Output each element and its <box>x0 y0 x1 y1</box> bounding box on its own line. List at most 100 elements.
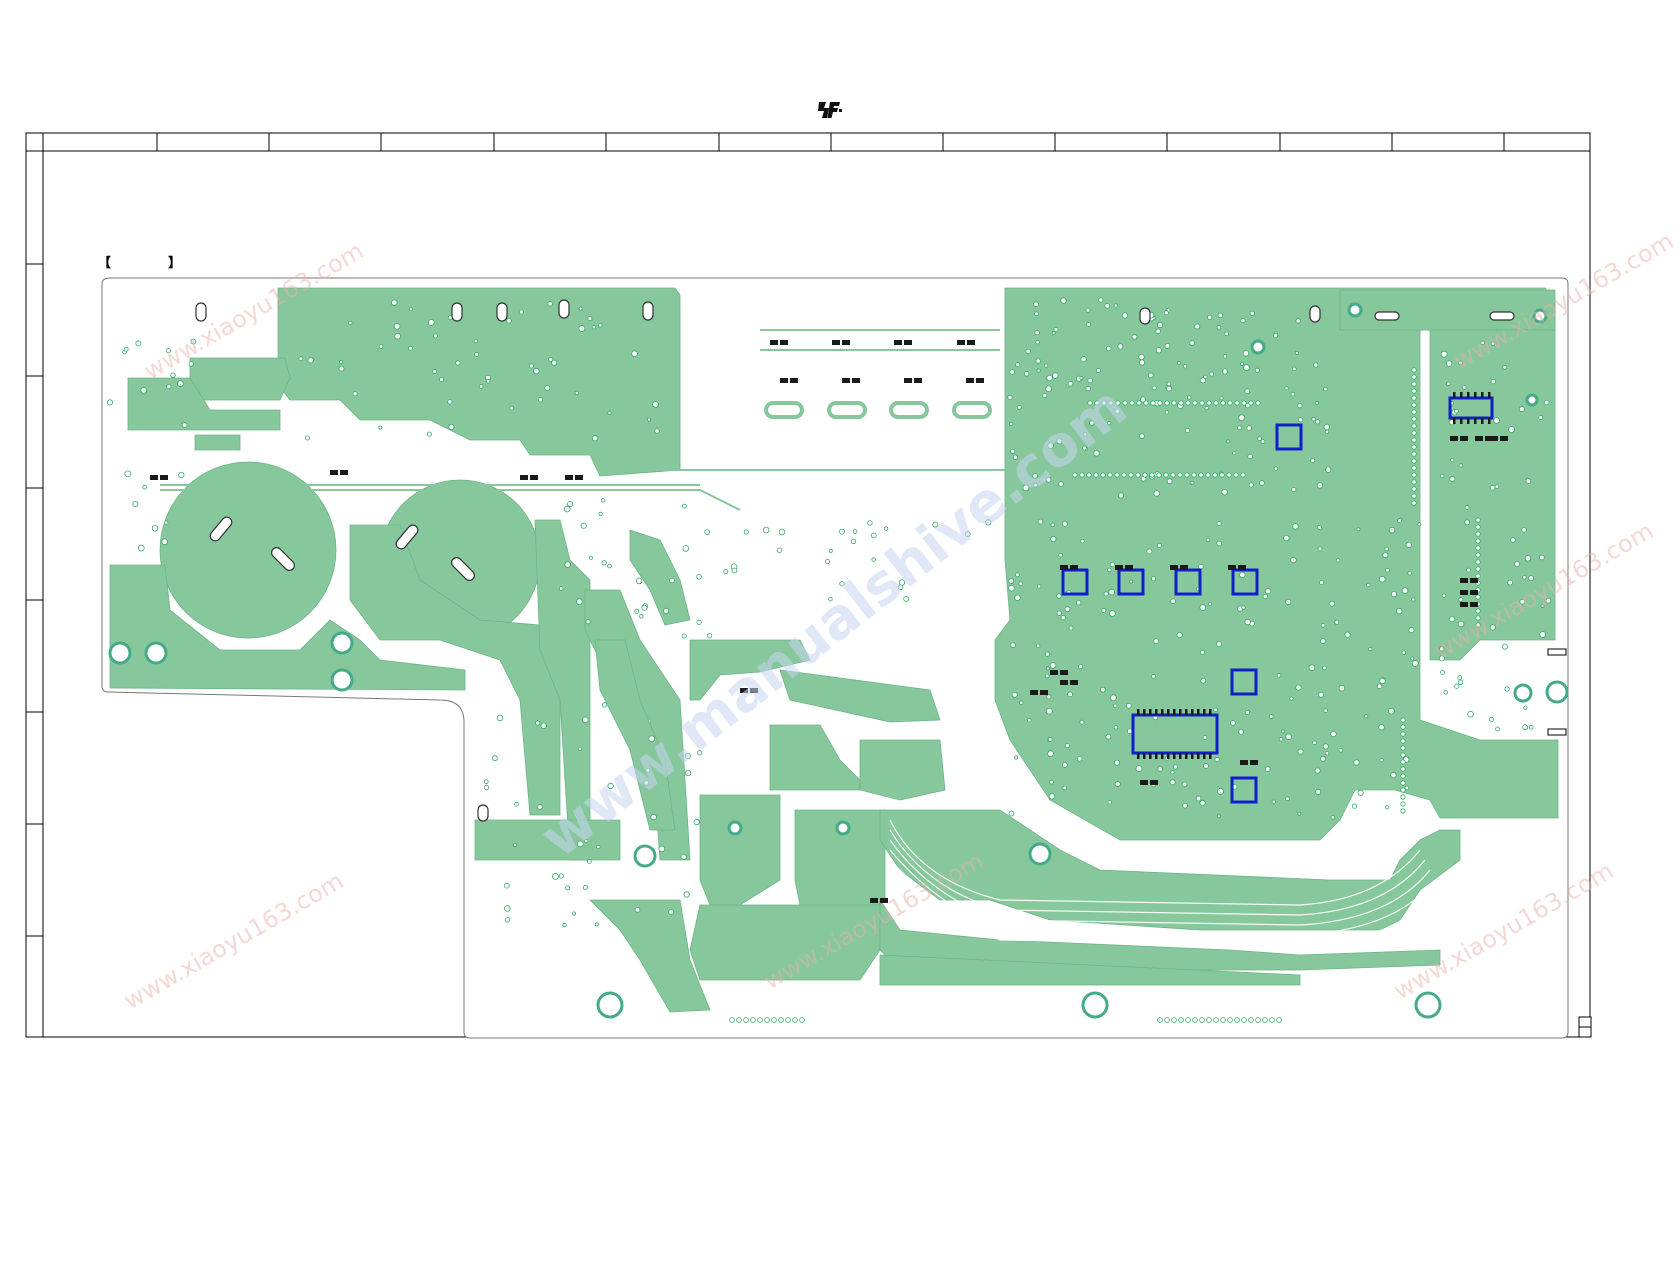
via <box>536 804 543 810</box>
via <box>669 577 675 584</box>
via <box>1108 588 1115 596</box>
via <box>1438 655 1445 662</box>
header-pin <box>1475 552 1481 558</box>
via <box>496 714 504 722</box>
header-pin <box>1227 1017 1233 1023</box>
via <box>1238 728 1245 735</box>
header-pin <box>1411 395 1417 401</box>
via <box>685 769 692 777</box>
via <box>1138 353 1145 360</box>
via <box>565 885 570 891</box>
header-pin <box>1269 1017 1275 1023</box>
via <box>601 560 607 566</box>
via <box>1376 683 1383 689</box>
via <box>1283 534 1290 542</box>
via <box>577 746 583 751</box>
via <box>1489 484 1496 491</box>
via <box>1410 656 1415 661</box>
via <box>1508 425 1515 433</box>
via <box>1454 408 1459 414</box>
via <box>654 428 660 434</box>
header-pin <box>1400 801 1406 807</box>
via <box>1093 450 1100 457</box>
via <box>1285 598 1292 606</box>
via <box>1036 368 1041 373</box>
via <box>1290 391 1296 397</box>
via <box>455 360 461 366</box>
via <box>552 873 559 880</box>
smd-part <box>1050 670 1058 675</box>
ic-chip <box>1275 423 1303 451</box>
ic-pin <box>1460 418 1463 424</box>
via <box>547 301 553 307</box>
via <box>1019 700 1024 705</box>
via <box>1510 537 1516 543</box>
header-pin <box>1177 472 1183 478</box>
header-pin <box>1255 400 1261 406</box>
via <box>1507 579 1514 586</box>
header-pin <box>778 1017 784 1023</box>
via <box>1320 622 1326 628</box>
via <box>124 470 132 478</box>
via <box>513 843 518 848</box>
via <box>1281 729 1286 734</box>
via <box>1207 314 1213 320</box>
via <box>161 538 169 546</box>
via <box>1351 803 1358 809</box>
header-pin <box>1213 400 1219 406</box>
via <box>1317 546 1323 552</box>
via <box>1082 432 1088 437</box>
via <box>1385 805 1390 810</box>
smd-part <box>1070 680 1078 685</box>
via <box>1117 343 1124 350</box>
smd-part <box>894 340 902 345</box>
via <box>1401 650 1406 655</box>
ic-pin <box>1488 418 1491 424</box>
ic-pin <box>1488 392 1491 398</box>
header-pin <box>1411 486 1417 492</box>
ic-pin <box>1161 709 1164 715</box>
via <box>1182 363 1188 369</box>
header-pin <box>1400 738 1406 744</box>
via <box>647 417 652 422</box>
smd-part <box>1250 760 1258 765</box>
via <box>1146 548 1153 555</box>
via <box>839 528 845 535</box>
via <box>378 344 384 349</box>
via <box>1417 522 1422 527</box>
via <box>1502 364 1508 370</box>
via <box>1461 384 1467 390</box>
header-pin <box>1400 731 1406 737</box>
smd-part <box>1170 565 1178 570</box>
via <box>1056 438 1063 445</box>
via <box>580 522 587 529</box>
header-pin <box>1163 472 1169 478</box>
via <box>1292 523 1299 530</box>
via <box>1023 371 1030 377</box>
header-pin <box>1248 400 1254 406</box>
via <box>338 365 345 372</box>
via <box>1466 567 1471 573</box>
header-pin <box>1171 1017 1177 1023</box>
via <box>1239 571 1246 579</box>
via <box>1153 638 1160 644</box>
header-pin <box>743 1017 749 1023</box>
via <box>514 801 519 807</box>
smd-part <box>150 475 158 480</box>
header-pin <box>1400 787 1406 793</box>
via <box>107 399 114 406</box>
via <box>650 813 657 821</box>
via <box>652 401 659 408</box>
via <box>1240 317 1246 324</box>
via <box>839 581 845 587</box>
smd-part <box>1150 780 1158 785</box>
via <box>1247 453 1253 460</box>
via <box>1113 303 1118 308</box>
via <box>1540 604 1545 609</box>
header-pin <box>1199 400 1205 406</box>
via <box>567 501 574 508</box>
via <box>693 818 700 826</box>
via <box>1388 707 1395 715</box>
smd-part <box>1115 565 1123 570</box>
header-pin <box>1240 472 1246 478</box>
